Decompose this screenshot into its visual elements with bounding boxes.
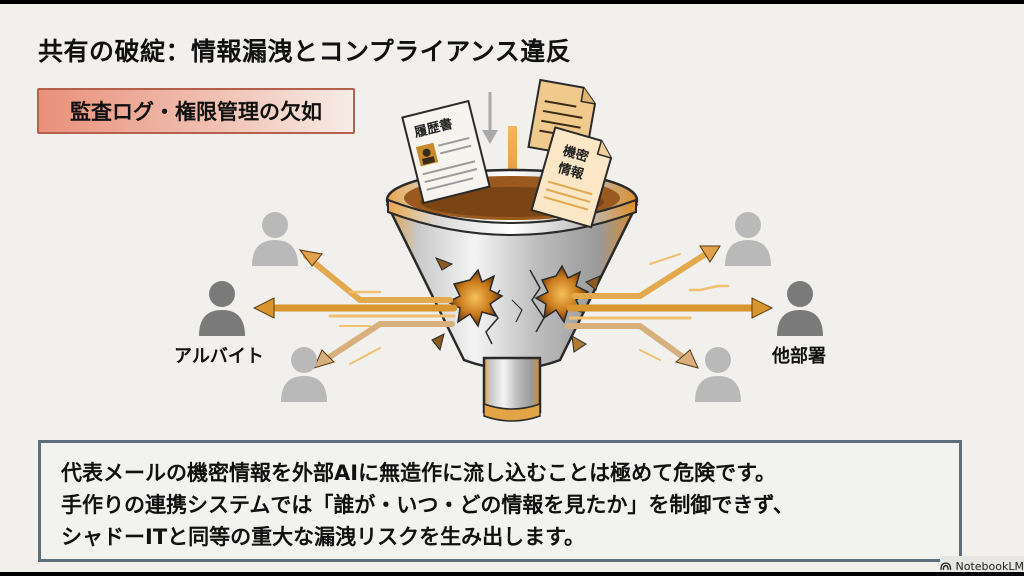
person-icon-right-lower [695, 347, 741, 402]
illustration: 履歴書 機密 情報 [199, 78, 823, 422]
person-label-other-department: 他部署 [772, 346, 826, 367]
person-icon-right-upper [725, 212, 771, 266]
callout-line-2: 手作りの連携システムでは「誰が・いつ・どの情報を見たか」を制御できず、 [61, 493, 794, 517]
person-icon-left-upper [252, 212, 298, 266]
confidential-document-icon: 機密 情報 [530, 126, 613, 229]
person-icon-right-middle [777, 281, 823, 336]
person-icon-left-middle [199, 281, 245, 336]
person-icon-left-lower [281, 347, 327, 402]
right-leak-arrows [565, 245, 774, 369]
notebooklm-icon [940, 562, 952, 570]
left-leak-arrows [252, 249, 458, 369]
badge-label: NotebookLM [955, 559, 1024, 573]
slide-title: 共有の破綻：情報漏洩とコンプライアンス違反 [38, 37, 572, 66]
slide: 共有の破綻：情報漏洩とコンプライアンス違反 監査ログ・権限管理の欠如 [0, 4, 1024, 572]
svg-text:情報: 情報 [556, 160, 586, 183]
svg-text:機密: 機密 [561, 143, 590, 166]
callout-box: 代表メールの機密情報を外部AIに無造作に流し込むことは極めて危険です。 手作りの… [38, 440, 962, 562]
resume-document-icon: 履歴書 [401, 99, 491, 205]
bottom-bar [0, 572, 1024, 576]
tag-label: 監査ログ・権限管理の欠如 [37, 88, 355, 134]
callout-line-3: シャドーITと同等の重大な漏洩リスクを生み出します。 [61, 525, 586, 549]
person-label-part-timer: アルバイト [174, 346, 264, 367]
gray-down-arrow-icon [482, 92, 498, 144]
callout-line-1: 代表メールの機密情報を外部AIに無造作に流し込むことは極めて危険です。 [61, 461, 776, 485]
notebooklm-badge: NotebookLM [940, 556, 1024, 572]
